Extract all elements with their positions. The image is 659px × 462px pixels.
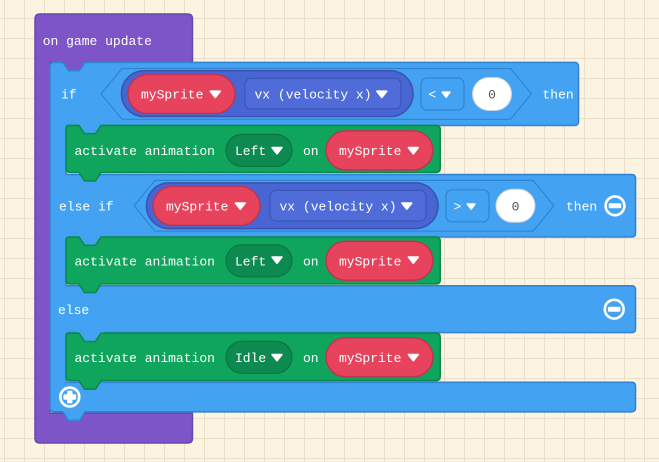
svg-text:else: else	[58, 303, 89, 318]
svg-text:mySprite: mySprite	[141, 88, 203, 103]
svg-text:mySprite: mySprite	[339, 351, 401, 366]
svg-text:activate animation: activate animation	[75, 144, 215, 159]
svg-text:>: >	[454, 199, 462, 214]
svg-text:activate animation: activate animation	[75, 351, 215, 366]
svg-text:vx (velocity x): vx (velocity x)	[255, 88, 372, 103]
svg-text:then: then	[566, 199, 597, 214]
svg-text:<: <	[429, 88, 437, 103]
svg-text:mySprite: mySprite	[339, 144, 401, 159]
svg-text:mySprite: mySprite	[339, 254, 401, 269]
svg-text:on: on	[303, 254, 319, 269]
svg-text:then: then	[543, 88, 574, 103]
svg-text:Left: Left	[235, 254, 266, 269]
svg-text:on: on	[303, 351, 319, 366]
svg-text:else if: else if	[59, 199, 114, 214]
svg-text:on game update: on game update	[43, 34, 152, 49]
svg-text:mySprite: mySprite	[166, 200, 228, 215]
svg-text:vx (velocity x): vx (velocity x)	[280, 199, 397, 214]
svg-text:Idle: Idle	[235, 351, 266, 366]
svg-text:0: 0	[512, 199, 520, 214]
svg-text:activate animation: activate animation	[75, 254, 215, 269]
svg-text:Left: Left	[235, 144, 266, 159]
svg-text:0: 0	[488, 88, 496, 103]
svg-text:on: on	[303, 144, 319, 159]
svg-text:if: if	[61, 88, 77, 103]
